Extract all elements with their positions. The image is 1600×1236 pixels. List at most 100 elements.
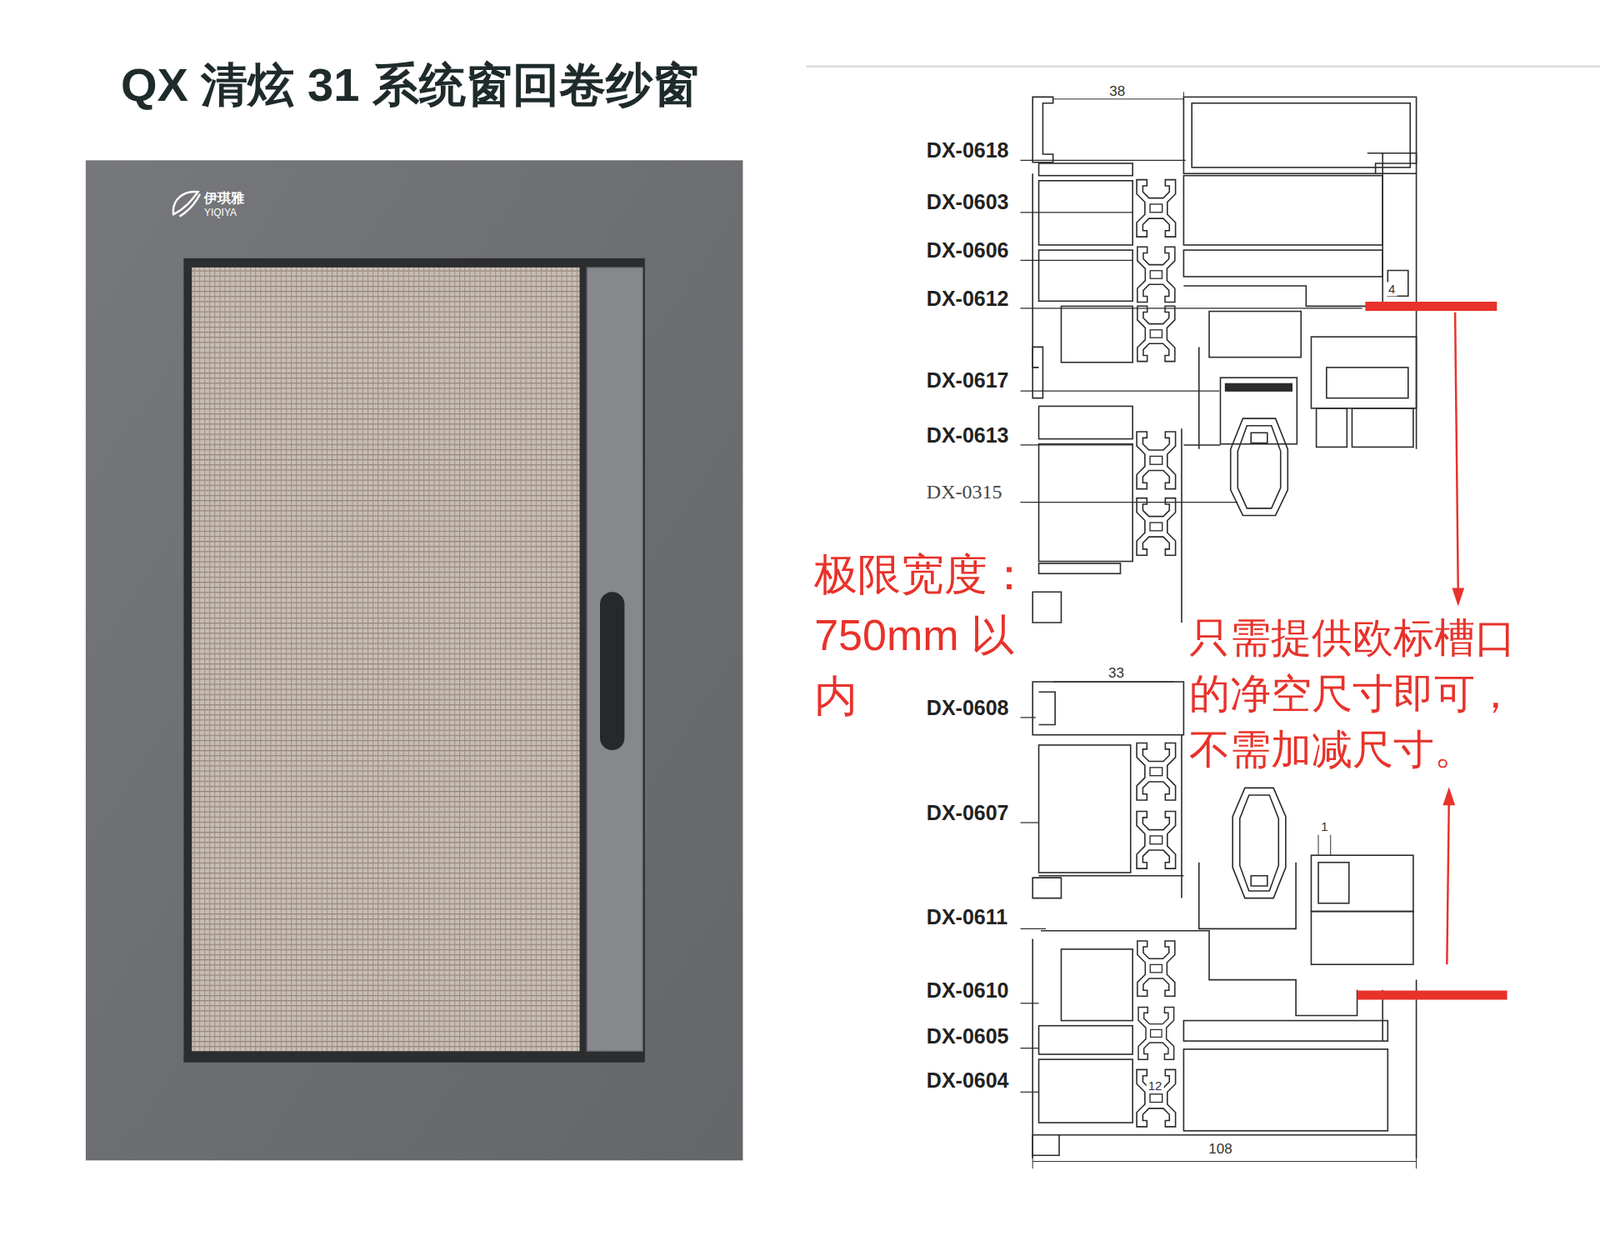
profile-section [1183,285,1367,306]
brand-logo: YIQIYA [204,207,237,220]
profile-section [1032,346,1043,398]
dimension: 4 [1386,281,1397,296]
profile-section [1220,377,1297,445]
profile-section [1039,563,1121,574]
profile-section [1310,336,1416,409]
profile-section [1032,1154,1034,1169]
dimension: 12 [1146,1078,1165,1093]
profile-section [1137,305,1175,361]
profile-section [1032,173,1039,368]
profile-section [1039,745,1131,873]
part-number: DX-0613 [926,422,1010,447]
part-number: DX-0605 [926,1023,1010,1048]
leader-lines [1020,307,1362,309]
profile-section [1032,591,1061,623]
profile-section [1183,1049,1388,1131]
leader-lines [1020,260,1133,261]
profile-section [1137,940,1175,996]
red-markers [1446,800,1449,965]
profile-section [1183,1020,1388,1041]
dimension: 38 [1109,83,1125,100]
profile-section [1039,1025,1134,1055]
part-number: DX-0606 [926,238,1010,263]
part-number: DX-0604 [926,1067,1010,1092]
part-number: DX-0612 [926,285,1010,310]
profile-section [1316,408,1348,448]
profile-section [1136,498,1176,556]
screen-window-photo [183,258,645,1063]
profile-section [1367,153,1417,174]
red-markers [1455,312,1459,593]
red-markers [1451,587,1465,606]
profile-section [1230,418,1289,515]
part-number: DX-0315 [926,481,1003,505]
profile-section [1039,250,1134,301]
profile-section [1415,1154,1417,1169]
profile-section [1060,949,1133,1021]
red-note: 只需提供欧标槽口 的净空尺寸即可， 不需加减尺寸。 [1189,610,1531,778]
profile-section [1039,691,1056,725]
part-number: DX-0608 [926,695,1010,720]
dimension: 33 [1108,665,1125,682]
screen-window-photo [173,191,200,217]
profile-section [1040,930,1358,1016]
profile-section [1326,367,1409,399]
page-title: QX 清炫 31 系统窗回卷纱窗 [120,58,700,112]
screen-window-photo [586,267,643,1051]
leader-lines [1020,444,1133,445]
profile-section [1060,305,1133,362]
profile-section [1318,862,1350,904]
profile-section [1351,408,1413,448]
screen-window-photo [85,160,744,1160]
dimension: 108 [1208,1140,1232,1158]
red-markers [1365,301,1497,311]
profile-section [1053,681,1174,683]
part-number: DX-0607 [926,800,1010,825]
profile-section [1183,175,1383,245]
leader-lines [1020,821,1039,823]
rule-line [805,65,1600,67]
leader-lines [1020,716,1035,718]
profile-section [1310,911,1413,965]
leader-lines [1020,1091,1039,1093]
screen-window-photo [191,267,580,1051]
red-markers [1442,786,1455,805]
profile-section [1137,246,1175,302]
leader-lines [1020,501,1238,503]
part-number: DX-0603 [926,190,1010,215]
profile-section [1039,735,1185,899]
part-number: DX-0611 [926,904,1008,929]
profile-section [1039,405,1134,439]
profile-section [1183,250,1383,277]
profile-section [1039,1059,1134,1123]
leader-lines [1020,211,1133,213]
profile-section [1032,877,1061,898]
red-markers [1357,990,1508,1000]
profile-section [1039,163,1134,176]
profile-section [1032,980,1416,1159]
profile-section [1181,346,1221,623]
profile-section [1136,180,1176,238]
profile-section [1237,425,1280,509]
brand-logo: 伊琪雅 [204,190,245,205]
profile-section [1136,811,1176,870]
profile-section [1250,432,1268,443]
screen-window-photo [600,591,625,750]
profile-section [1318,835,1331,855]
profile-section [1136,1069,1176,1127]
profile-section [1225,383,1293,391]
profile-section [1032,96,1053,162]
profile-section [1209,311,1301,358]
profile-section [1199,862,1296,930]
leader-lines [1020,160,1185,161]
profile-section [1136,431,1176,490]
profile-section [1240,795,1280,891]
profile-section [1136,743,1176,801]
leader-lines [1020,390,1220,391]
profile-section [1250,875,1268,886]
profile-section [1032,1135,1060,1155]
part-number: DX-0610 [926,977,1010,1002]
leader-lines [1020,928,1046,930]
profile-section [1191,103,1410,168]
